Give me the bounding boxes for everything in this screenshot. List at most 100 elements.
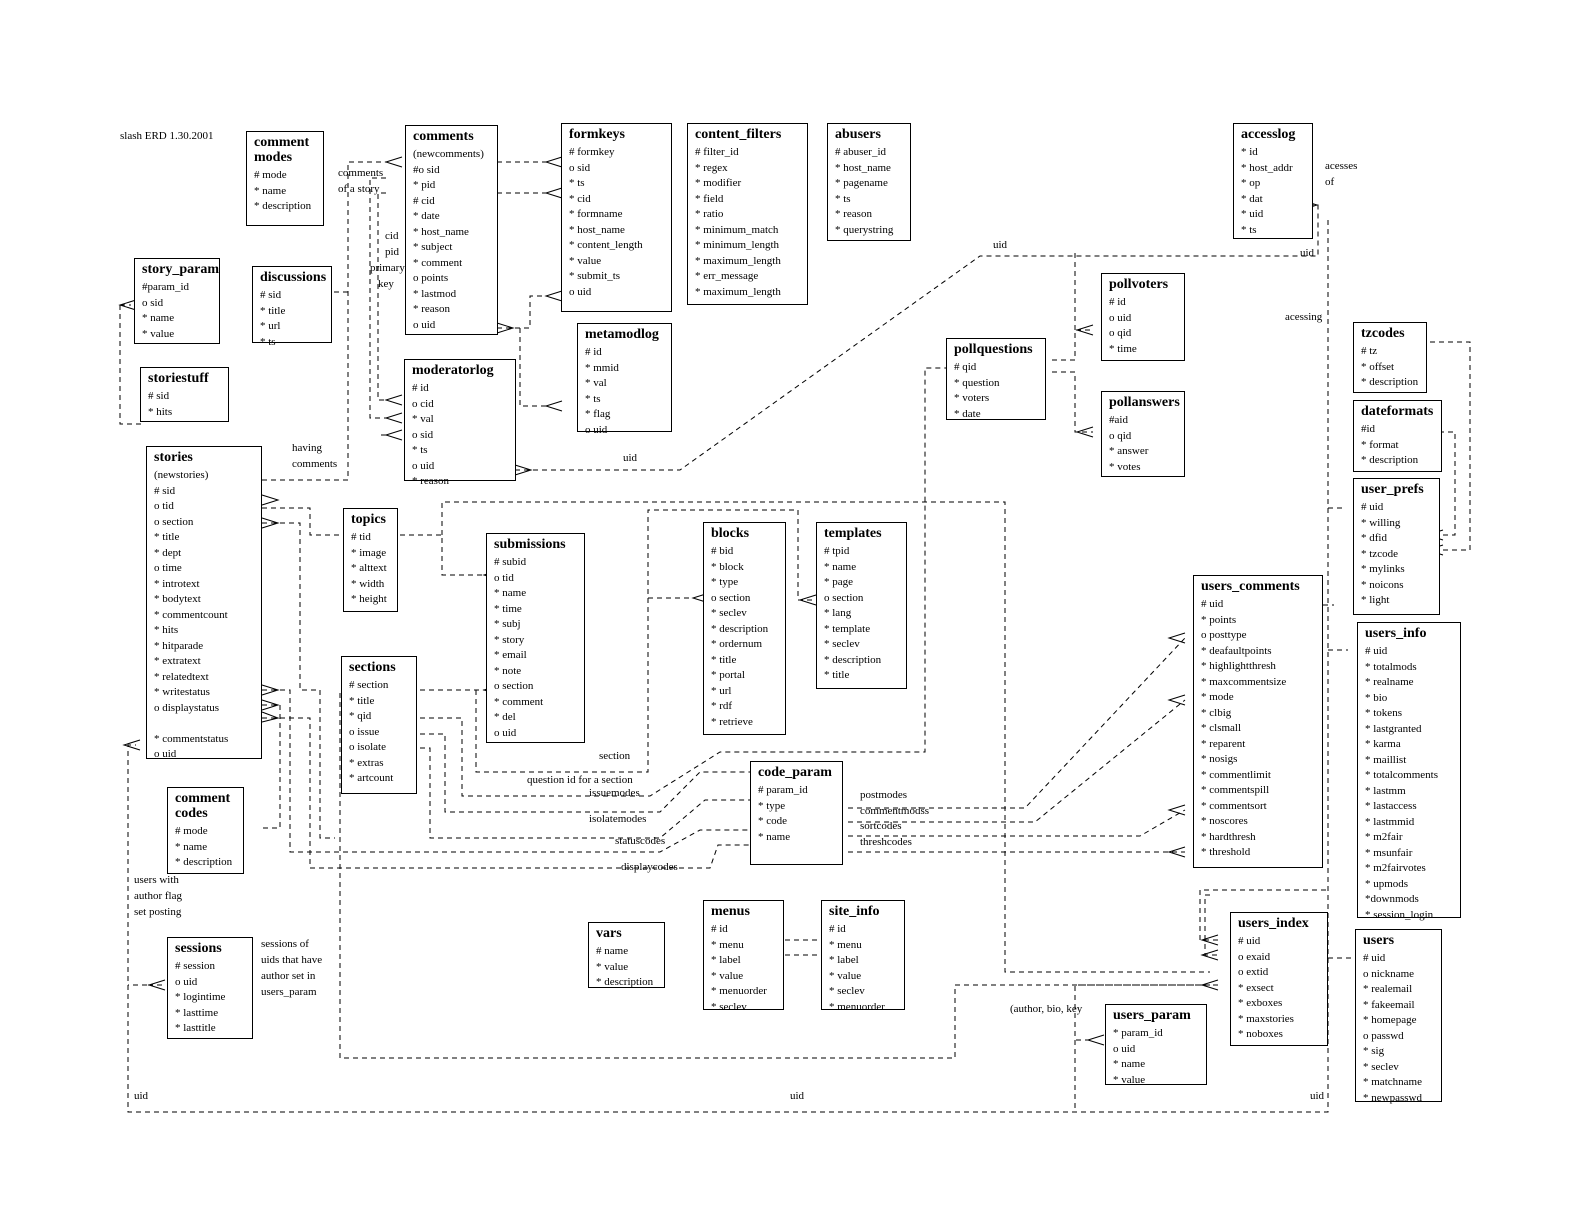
relation-label-displaycodes: displaycodes [621,861,678,873]
entity-field: #aid [1109,414,1128,426]
entity-field: o sid [569,161,591,174]
entity-field: #o sid [413,163,440,176]
entity-field: * title [154,531,180,543]
entity-field: * rdf [711,700,733,712]
entity-field: * noboxes [1238,1028,1283,1040]
entity-field: * host_name [569,223,625,236]
entity-pollquestions: pollquestions# qid* question* voters* da… [946,338,1046,420]
entity-field: # mode [254,169,287,181]
entity-field: * email [494,649,527,661]
entity-field: * block [711,560,744,573]
entity-field: * value [829,969,862,982]
entity-title-line: comments [413,129,474,144]
entity-field: * lastmod [413,287,457,300]
entity-field: * title [349,694,375,707]
entity-field: * reparent [1201,737,1246,750]
entity-field: o section [154,515,194,528]
entity-field: # section [349,679,389,691]
entity-field: * description [1361,376,1419,388]
entity-title: content_filters [695,127,803,142]
entity-field: o points [413,272,449,284]
entity-field: # abuser_id [835,146,887,158]
entity-title-line: comment [175,791,231,806]
entity-title-line: modes [254,150,293,165]
entity-field: o passwd [1363,1029,1404,1042]
entity-field: * minimum_length [695,239,780,251]
entity-field: * name [142,312,175,324]
entity-field: * url [711,684,732,697]
entity-title: discussions [260,270,327,285]
entity-title: submissions [494,537,580,552]
entity-subtitle: (newcomments) [413,148,484,160]
entity-field: * format [1361,438,1399,451]
entity-field: * comment [494,695,544,708]
entity-field: o uid [413,318,436,331]
entity-field: * commentlimit [1201,768,1271,781]
entity-field: * field [695,192,724,205]
entity-field: * reason [412,475,449,487]
entity-field: * exsect [1238,981,1274,994]
entity-field: * bodytext [154,593,201,605]
entity-field: * tokens [1365,707,1402,719]
entity-storiestuff: storiestuff# sid* hits [140,367,229,422]
entity-field: # formkey [569,146,615,158]
entity-field: o section [824,591,864,604]
relation-label-postmodes: postmodes [860,789,908,801]
entity-field: * name [254,184,287,197]
entity-field: # id [1109,296,1126,308]
entity-field [154,716,257,732]
entity-field: * portal [711,669,745,681]
entity-field: # id [711,923,728,935]
entity-vars: vars# name* value* description [588,922,665,988]
entity-field: * lastaccess [1365,800,1417,812]
entity-title-line: vars [596,926,622,941]
entity-title-line: menus [711,904,750,919]
entity-field: * m2fair [1365,831,1403,843]
entity-field: * lasttime [175,1006,219,1019]
entity-title: users [1363,933,1437,948]
relation-label-sortcodes: sortcodes [860,820,902,832]
entity-field: * name [1113,1058,1146,1070]
relation-label-sess-1: sessions of [261,938,309,950]
entity-field: #param_id [142,281,190,293]
entity-title: sessions [175,941,248,956]
entity-field: * url [260,320,281,332]
entity-field: * willing [1361,516,1401,529]
entity-field: * op [1241,177,1261,189]
entity-field: * type [711,576,739,588]
entity-title: templates [824,526,902,541]
relation-label-acesses-1: acesses [1325,160,1358,172]
entity-field: * seclev [824,638,860,650]
relation-label-author-bio: (author, bio, key [1010,1003,1083,1015]
entity-field: * commentstatus [154,732,229,745]
entity-discussions: discussions# sid* title* url* ts [252,266,332,348]
entity-field: * menu [711,938,744,951]
entity-field: * comment [413,256,463,269]
entity-field: # uid [1361,501,1384,513]
entity-field: o isolate [349,741,386,753]
relation-label-users-with-3: set posting [134,906,182,918]
relation-label-having-2: comments [292,458,338,470]
entity-field: * subject [413,241,453,253]
entity-title-line: comment [254,135,310,150]
entity-title: users_comments [1201,579,1318,594]
entity-field: # uid [1365,645,1388,657]
relation-label-users-with-2: author flag [134,890,182,902]
entity-field: * description [254,200,312,212]
diagram-title: slash ERD 1.30.2001 [120,130,214,142]
entity-field: o extid [1238,966,1269,978]
entity-subtitle: (newstories) [154,469,209,481]
entity-title: dateformats [1361,404,1437,419]
entity-title-line: formkeys [569,127,625,142]
entity-title-line: codes [175,806,208,821]
entity-field: # session [175,960,216,972]
relation-label-having-1: having [292,442,322,454]
entity-field: * ordernum [711,638,763,650]
entity-field: * alttext [351,562,387,574]
relation-label-issuemodes: issuemodes [589,787,640,799]
